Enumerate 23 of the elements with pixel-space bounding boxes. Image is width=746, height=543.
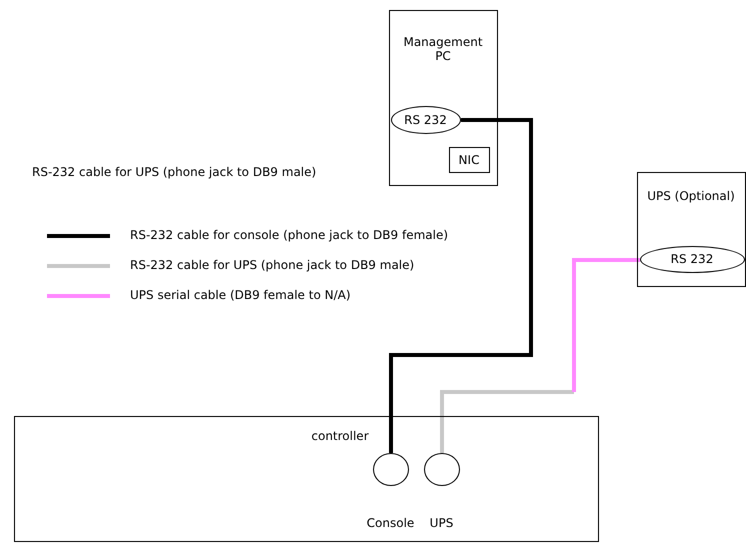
- controller-box: [14, 416, 599, 542]
- node-title: Management PC: [402, 35, 484, 63]
- port-label: NIC: [458, 152, 480, 166]
- port-label: RS 232: [404, 112, 447, 126]
- network-card-box: [448, 146, 490, 172]
- cable-line: [440, 390, 574, 453]
- legend-text: UPS serial cable (DB9 female to N/A): [130, 288, 351, 302]
- note-text: RS-232 cable for UPS (phone jack to DB9 male): [32, 165, 316, 179]
- ups-port-circle: [424, 452, 460, 486]
- ups-box: [637, 172, 746, 287]
- computer-box: [389, 10, 498, 186]
- port-ellipse: [390, 106, 460, 134]
- node-title: controller: [310, 429, 370, 443]
- port-ellipse: [640, 246, 744, 272]
- cable-line: [389, 118, 533, 453]
- legend-text: RS-232 cable for console (phone jack to DB9 female): [130, 228, 448, 242]
- port-label: RS 232: [670, 252, 714, 266]
- port-name: Console: [366, 516, 416, 530]
- cable-line: [572, 258, 640, 392]
- console-port-circle: [372, 452, 408, 486]
- node-title: UPS (Optional): [646, 189, 736, 203]
- port-name: UPS: [428, 516, 454, 530]
- legend-text: RS-232 cable for UPS (phone jack to DB9 male): [130, 258, 414, 272]
